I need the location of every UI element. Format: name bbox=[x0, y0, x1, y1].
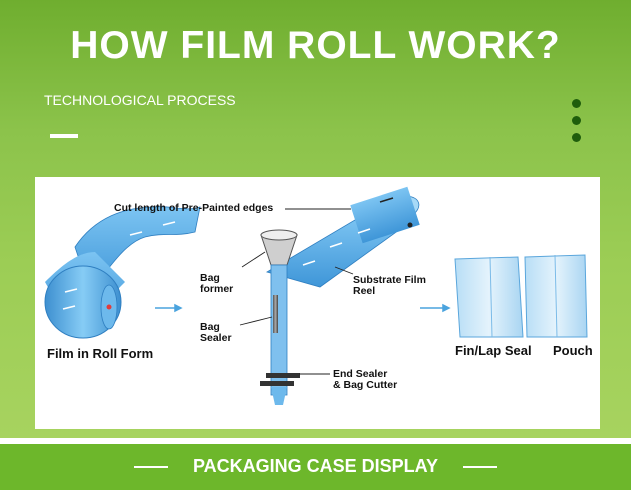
label-end-sealer: End Sealer & Bag Cutter bbox=[333, 368, 398, 391]
footer-dash-right bbox=[463, 466, 497, 468]
pouch-icon bbox=[524, 254, 588, 338]
label-pouch: Pouch bbox=[553, 343, 593, 358]
footer-title: PACKAGING CASE DISPLAY bbox=[192, 456, 439, 476]
diagram-illustration bbox=[44, 186, 588, 405]
footer-banner: PACKAGING CASE DISPLAY bbox=[0, 444, 631, 490]
label-film-in-roll: Film in Roll Form bbox=[47, 346, 154, 361]
bag-former-icon bbox=[260, 229, 300, 405]
footer-dash-left bbox=[134, 466, 168, 468]
fin-lap-pouch-icon bbox=[454, 256, 524, 338]
label-cut-length: Cut length of Pre-Painted edges bbox=[114, 202, 274, 214]
label-fin-lap-seal: Fin/Lap Seal bbox=[455, 343, 532, 358]
label-bag-former: Bag former bbox=[200, 272, 234, 295]
process-diagram: Cut length of Pre-Painted edges Bag form… bbox=[35, 177, 600, 429]
page-subtitle: TECHNOLOGICAL PROCESS bbox=[44, 92, 236, 108]
page-title: HOW FILM ROLL WORK? bbox=[70, 24, 561, 67]
film-roll-icon bbox=[44, 206, 201, 339]
menu-dot-icon bbox=[572, 133, 581, 142]
menu-dot-icon bbox=[572, 116, 581, 125]
menu-dot-icon bbox=[572, 99, 581, 108]
substrate-reel-icon bbox=[265, 186, 420, 288]
subtitle-underline bbox=[50, 134, 78, 138]
label-substrate-reel: Substrate Film Reel bbox=[353, 274, 426, 297]
label-bag-sealer: Bag Sealer bbox=[200, 321, 232, 344]
